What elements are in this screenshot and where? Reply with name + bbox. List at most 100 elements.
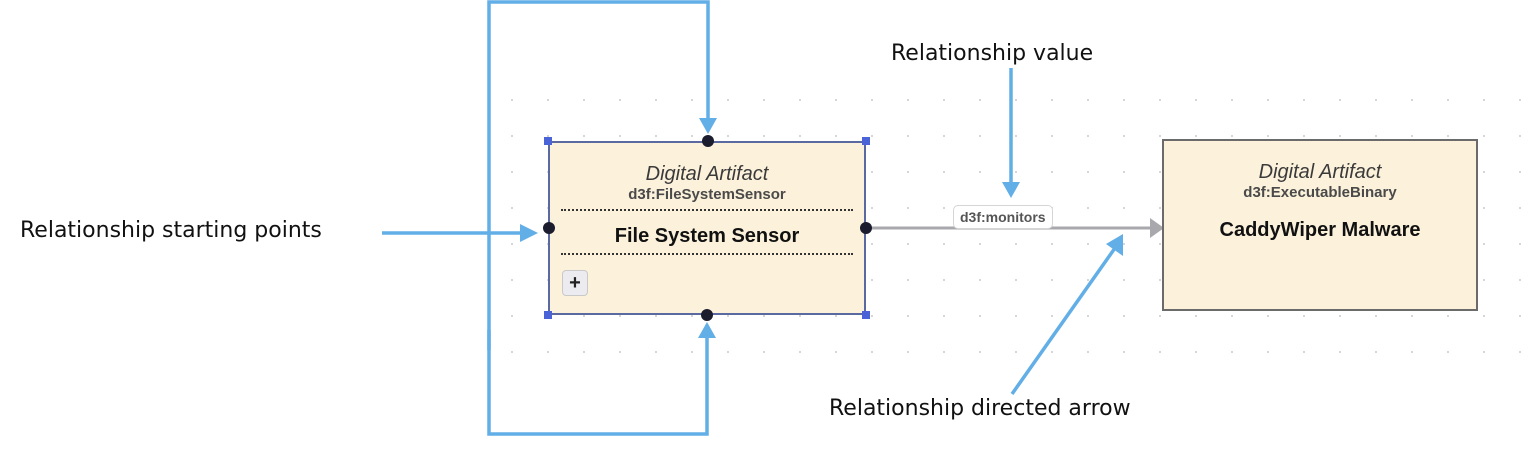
grid-dot [1087,243,1089,245]
grid-dot [979,351,981,353]
grid-dot [1303,351,1305,353]
relationship-label[interactable]: d3f:monitors [953,205,1053,229]
grid-dot [907,315,909,317]
node-file-system-sensor[interactable]: Digital Artifact d3f:FileSystemSensor Fi… [548,141,866,315]
grid-dot [511,279,513,281]
grid-dot [907,135,909,137]
grid-dot [511,171,513,173]
node-caddywiper-malware[interactable]: Digital Artifact d3f:ExecutableBinary Ca… [1162,139,1478,311]
resize-handle-bottom-right[interactable] [862,311,870,319]
connection-point-right[interactable] [860,222,872,234]
grid-dot [1339,351,1341,353]
grid-dot [1087,135,1089,137]
grid-dot [1195,135,1197,137]
grid-dot [1447,315,1449,317]
grid-dot [1051,315,1053,317]
grid-dot [835,315,837,317]
grid-dot [1015,279,1017,281]
grid-dot [763,315,765,317]
node-title[interactable]: File System Sensor [614,225,800,247]
grid-dot [1483,315,1485,317]
connection-point-bottom[interactable] [701,309,713,321]
grid-dot [511,207,513,209]
grid-dot [871,135,873,137]
add-property-button[interactable]: + [562,270,588,296]
grid-dot [1195,315,1197,317]
grid-dot [799,99,801,101]
grid-dot [799,135,801,137]
grid-dot [1087,99,1089,101]
grid-dot [943,171,945,173]
connection-point-top[interactable] [702,135,714,147]
resize-handle-bottom-left[interactable] [544,311,552,319]
grid-dot [1375,351,1377,353]
annotation-relationship-value: Relationship value [891,41,1094,66]
resize-handle-top-left[interactable] [544,137,552,145]
grid-dot [1447,351,1449,353]
grid-dot [943,207,945,209]
resize-handle-top-right[interactable] [862,137,870,145]
grid-dot [979,99,981,101]
connection-point-left[interactable] [543,222,555,234]
grid-dot [1519,315,1521,317]
grid-dot [1483,207,1485,209]
node-title[interactable]: CaddyWiper Malware [1219,219,1421,241]
grid-dot [1051,135,1053,137]
grid-dot [979,135,981,137]
grid-dot [943,279,945,281]
grid-dot [1015,351,1017,353]
grid-dot [1231,315,1233,317]
grid-dot [1303,99,1305,101]
grid-dot [511,351,513,353]
grid-dot [763,135,765,137]
grid-dot [907,99,909,101]
grid-dot [1339,99,1341,101]
grid-dot [1159,243,1161,245]
grid-dot [727,135,729,137]
grid-dot [1267,315,1269,317]
grid-dot [1519,279,1521,281]
grid-dot [1447,99,1449,101]
grid-dot [1519,207,1521,209]
grid-dot [1519,99,1521,101]
grid-dot [655,135,657,137]
grid-dot [1015,99,1017,101]
grid-dot [547,351,549,353]
grid-dot [1051,171,1053,173]
grid-dot [1267,135,1269,137]
grid-dot [619,135,621,137]
grid-dot [1051,243,1053,245]
grid-dot [1231,351,1233,353]
grid-dot [727,315,729,317]
grid-dot [619,351,621,353]
grid-dot [1051,279,1053,281]
grid-dot [1123,279,1125,281]
grid-dot [1123,171,1125,173]
grid-dot [835,135,837,137]
grid-dot [979,279,981,281]
grid-dot [691,315,693,317]
grid-dot [1195,99,1197,101]
grid-dot [511,243,513,245]
grid-dot [1483,99,1485,101]
grid-dot [655,351,657,353]
grid-dot [979,171,981,173]
grid-dot [1087,279,1089,281]
grid-dot [1483,279,1485,281]
grid-dot [835,99,837,101]
grid-dot [1375,315,1377,317]
grid-dot [511,315,513,317]
grid-dot [583,351,585,353]
grid-dot [1411,315,1413,317]
grid-dot [1123,315,1125,317]
divider [561,209,853,211]
grid-dot [655,99,657,101]
grid-dot [547,99,549,101]
grid-dot [1483,243,1485,245]
grid-dot [1123,207,1125,209]
grid-dot [1231,135,1233,137]
grid-dot [871,351,873,353]
grid-dot [1087,351,1089,353]
grid-dot [1267,99,1269,101]
grid-dot [763,351,765,353]
